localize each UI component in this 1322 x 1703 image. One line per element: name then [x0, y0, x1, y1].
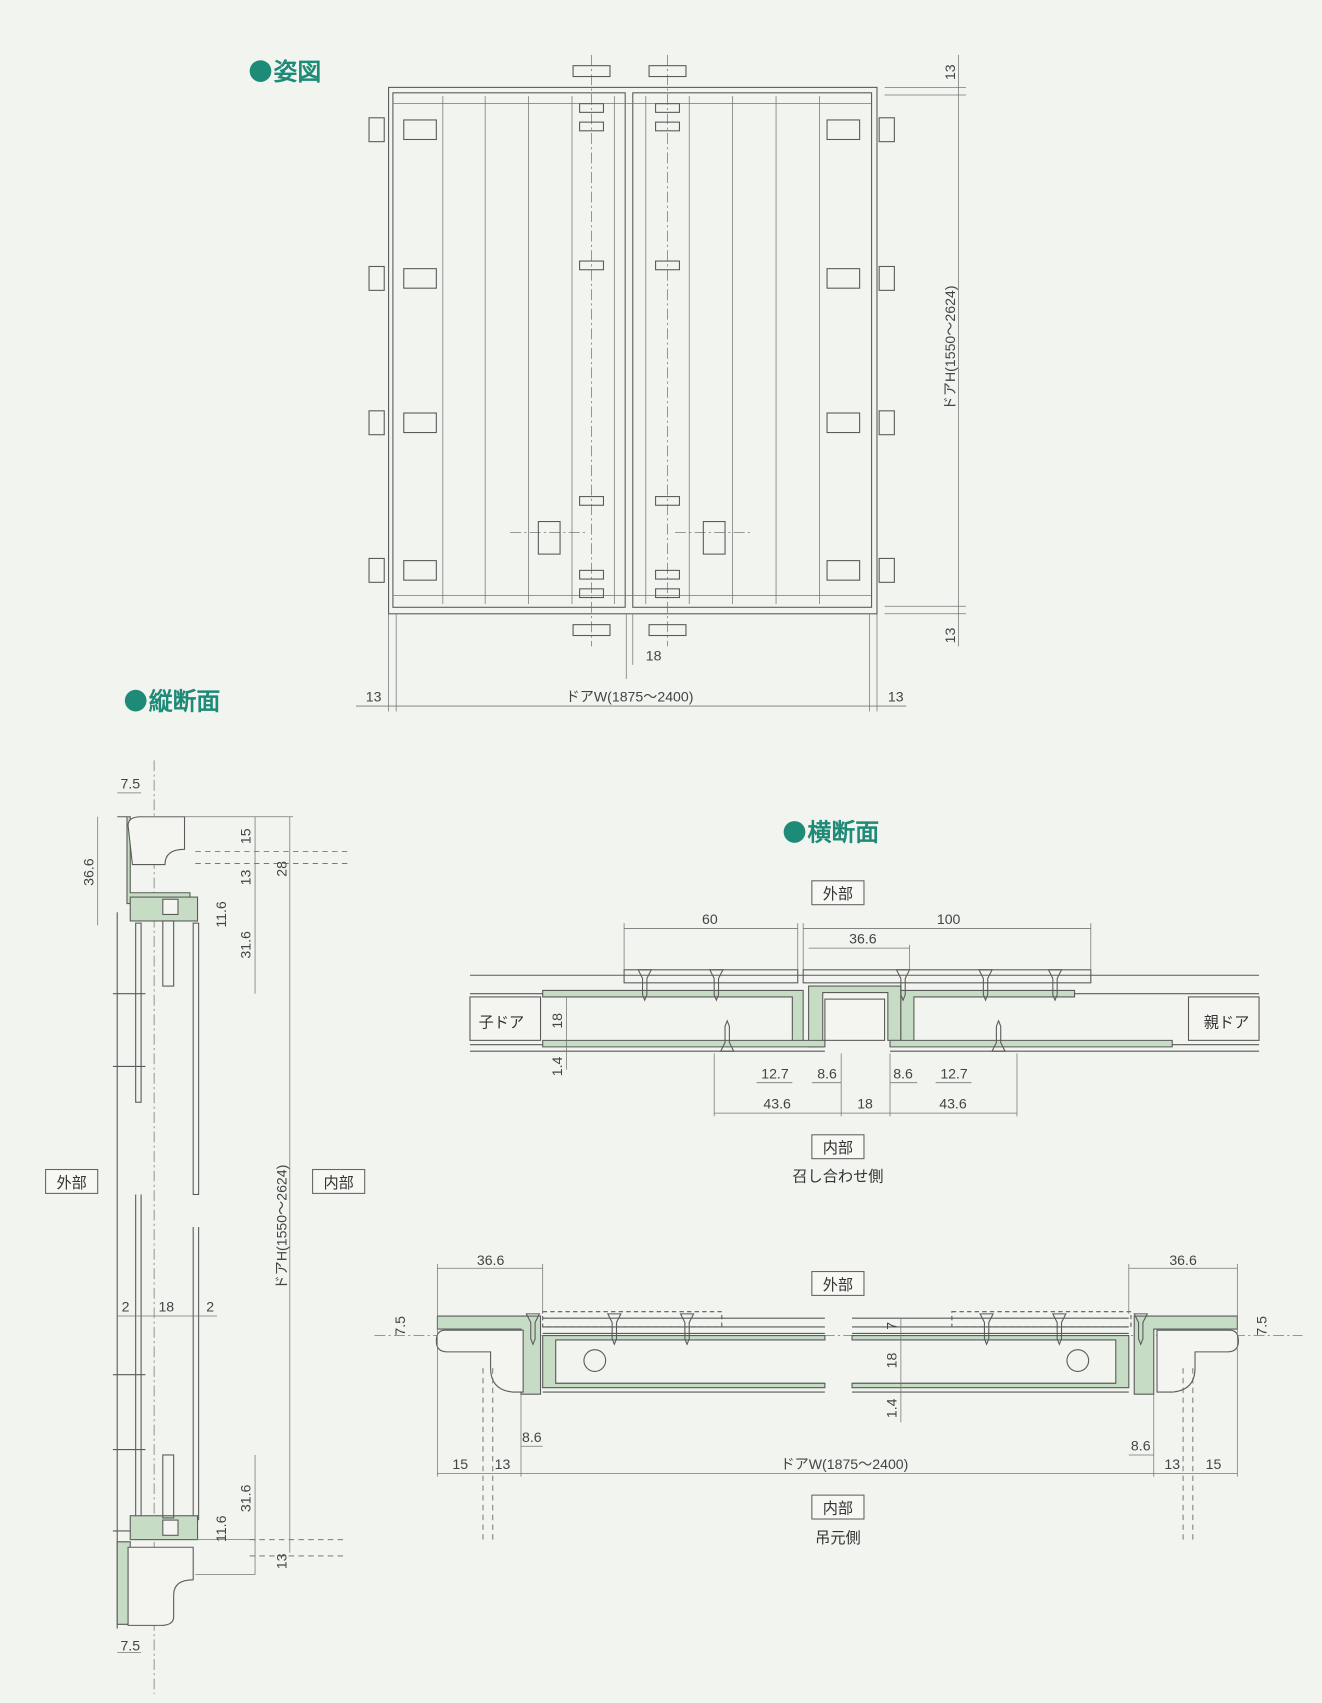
vertical-section: 縦断面 外部 内部 7.5 36.6: [45, 687, 366, 1694]
dim-28: 28: [274, 861, 290, 877]
inside-label-box: [312, 1168, 366, 1194]
outside-label-box: [45, 1168, 99, 1194]
dim-31-6-bottom: 31.6: [238, 1485, 254, 1513]
dim-1-4: 1.4: [549, 1056, 565, 1076]
hinges: [368, 117, 895, 583]
elevation-dimensions: 13 ドアH(1550～2624) 13 13 ドアW(1875～2400) 1…: [356, 54, 966, 712]
vertical-section-dimensions: 7.5 36.6 15 13 28 11.6 31.6 2 18 2 ドアH(1…: [80, 776, 294, 1653]
hinge-dimensions: 36.6 36.6 7.5 7.5 7 18 1.4 8.6 8.6 15 13…: [392, 1252, 1270, 1542]
dim-43-6-left: 43.6: [763, 1096, 791, 1112]
dim-12-7-left: 12.7: [761, 1065, 789, 1081]
dim-43-6-right: 43.6: [939, 1096, 967, 1112]
dim-18: 18: [158, 1299, 174, 1315]
meeting-side-caption: 召し合わせ側: [792, 1167, 883, 1185]
screws: [525, 1311, 1149, 1346]
inside-label: 内部: [823, 1500, 853, 1518]
screws: [637, 969, 1063, 1052]
meeting-dimensions: 60 100 36.6 18 1.4 12.7 8.6 8.6 12.7 43.…: [549, 911, 1092, 1117]
dim-15: 15: [238, 828, 254, 844]
dim-8-6-right: 8.6: [1131, 1438, 1151, 1454]
dim-60: 60: [702, 911, 718, 927]
dim-36-6: 36.6: [80, 858, 96, 886]
elevation-title: 姿図: [274, 58, 322, 86]
dim-13-right: 13: [1164, 1456, 1180, 1472]
dim-7-5-bottom: 7.5: [120, 1637, 140, 1653]
dim-36-6: 36.6: [849, 931, 877, 947]
dim-7-5-left: 7.5: [392, 1316, 408, 1336]
title-bullet-icon: [249, 60, 272, 82]
title-bullet-icon: [783, 821, 806, 843]
dim-18: 18: [857, 1096, 873, 1112]
dim-7: 7: [884, 1322, 900, 1330]
title-bullet-icon: [124, 689, 147, 712]
inside-label: 内部: [823, 1139, 853, 1157]
dim-11-6-bottom: 11.6: [213, 1515, 229, 1542]
dim-36-6-left: 36.6: [477, 1252, 505, 1268]
elevation-view: 姿図: [249, 54, 966, 712]
top-rail: [127, 816, 186, 866]
dim-2-left: 2: [122, 1299, 130, 1315]
dim-top-13: 13: [942, 64, 958, 80]
door-handles: [510, 520, 752, 555]
dim-31-6-top: 31.6: [238, 931, 254, 959]
inside-label: 内部: [323, 1174, 353, 1192]
dim-11-6-top: 11.6: [213, 901, 229, 928]
dim-36-6-right: 36.6: [1169, 1252, 1197, 1268]
dim-gap-18: 18: [646, 647, 662, 663]
dim-15-left: 15: [452, 1456, 468, 1472]
dim-8-6-right: 8.6: [893, 1065, 913, 1081]
left-leaf: [392, 92, 626, 608]
dim-13-bottom: 13: [274, 1553, 290, 1569]
parent-door-label: 親ドア: [1204, 1013, 1250, 1031]
dim-13-top: 13: [238, 870, 254, 886]
dim-right-13: 13: [888, 689, 904, 705]
dim-100: 100: [937, 911, 961, 927]
dim-2-right: 2: [206, 1299, 214, 1315]
dim-12-7-right: 12.7: [940, 1065, 968, 1081]
door-boards: [392, 96, 872, 605]
dim-18-vertical: 18: [549, 1013, 565, 1029]
dim-18: 18: [884, 1353, 900, 1369]
horizontal-section: 横断面 外部 子ドア 親ドア: [374, 819, 1303, 1547]
outside-label: 外部: [823, 885, 853, 903]
flush-bolts: [572, 54, 687, 647]
dim-7-5-top: 7.5: [120, 776, 140, 792]
outside-label: 外部: [56, 1174, 86, 1192]
dim-15-right: 15: [1206, 1456, 1222, 1472]
hinge-side-caption: 吊元側: [815, 1529, 861, 1547]
right-leaf: [632, 92, 873, 608]
horizontal-section-title: 横断面: [808, 819, 880, 847]
bottom-rail: [127, 1546, 194, 1626]
dim-bottom-13: 13: [942, 628, 958, 644]
dim-1-4: 1.4: [884, 1398, 900, 1418]
dim-8-6-left: 8.6: [817, 1065, 837, 1081]
outside-label: 外部: [823, 1276, 853, 1294]
dim-7-5-right: 7.5: [1254, 1316, 1270, 1336]
vertical-section-title: 縦断面: [149, 687, 221, 715]
dim-door-width: ドアW(1875～2400): [566, 689, 694, 705]
dim-door-width: ドアW(1875～2400): [781, 1456, 909, 1472]
dim-door-height: ドアH(1550～2624): [274, 1165, 290, 1290]
child-door-label: 子ドア: [479, 1013, 525, 1031]
dim-13-left: 13: [495, 1456, 511, 1472]
meeting-side-section: 外部 子ドア 親ドア: [469, 880, 1260, 1185]
dim-8-6-left: 8.6: [522, 1429, 542, 1445]
dim-left-13: 13: [366, 689, 382, 705]
dim-door-height: ドアH(1550～2624): [942, 286, 958, 411]
left-hinge-frame-profile: [436, 1315, 542, 1395]
hinge-side-section: 外部: [374, 1252, 1303, 1547]
